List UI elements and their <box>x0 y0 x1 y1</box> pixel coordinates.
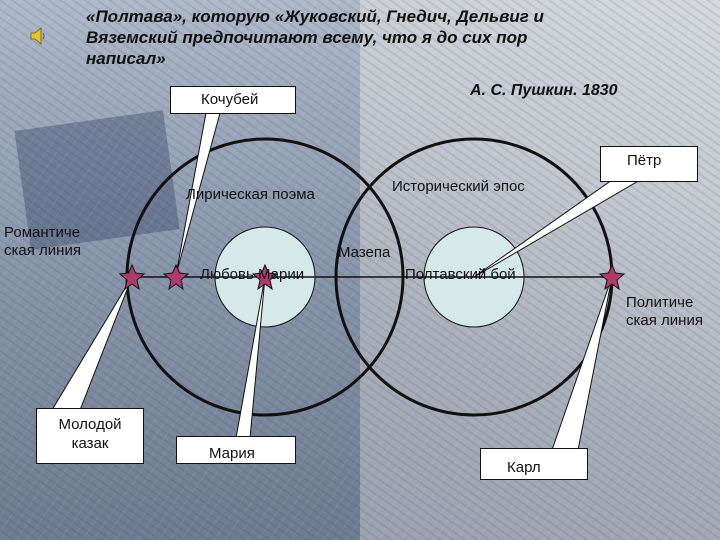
callout-karl: Карл <box>480 448 588 480</box>
label-historical-epic: Исторический эпос <box>392 178 525 195</box>
star-node-political <box>598 263 626 291</box>
pointer-young-cossack <box>51 276 133 411</box>
callout-kochubey: Кочубей <box>170 86 296 114</box>
label-poltava-battle: Полтавский бой <box>405 266 516 283</box>
label-love-maria: Любовь Марии <box>200 266 305 283</box>
label-mazepa: Мазепа <box>338 244 391 261</box>
star-node-maria <box>251 263 279 291</box>
label-romantic-line: Романтиче ская линия <box>4 224 81 259</box>
star-node-love-left <box>162 263 190 291</box>
pointer-karl <box>551 276 613 451</box>
callout-maria: Мария <box>176 436 296 464</box>
callout-young-cossack: Молодой казак <box>36 408 144 464</box>
attribution: А. С. Пушкин. 1830 <box>470 82 618 99</box>
label-political-line: Политиче ская линия <box>626 294 703 329</box>
label-lyric-poem: Лирическая поэма <box>186 186 315 203</box>
callout-petr: Пётр <box>600 146 698 182</box>
star-node-romantic <box>118 263 146 291</box>
speaker-icon[interactable] <box>30 26 46 46</box>
header-quote: «Полтава», которую «Жуковский, Гнедич, Д… <box>86 7 544 68</box>
